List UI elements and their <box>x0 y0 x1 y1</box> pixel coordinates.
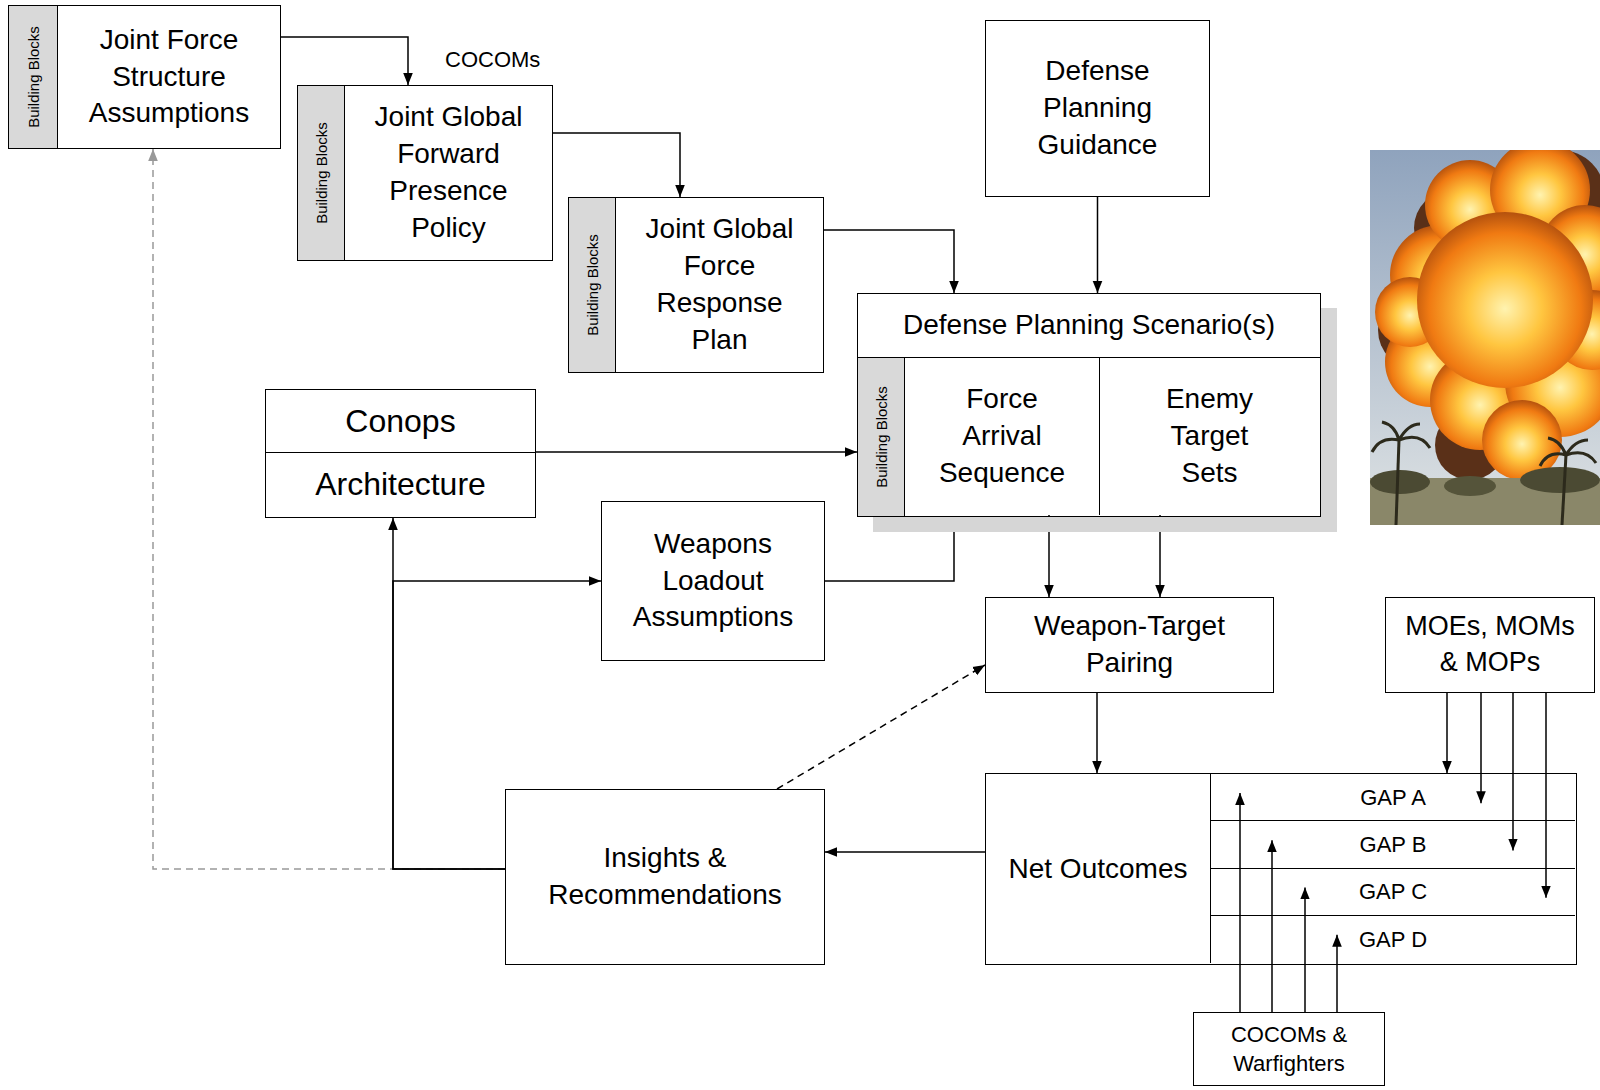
building-block-box: Building Blocks Joint Force Structure Ass… <box>8 5 281 149</box>
box-label: Insights & Recommendations <box>543 840 787 914</box>
connector-arrow <box>1512 693 1514 851</box>
palm-fronds <box>1540 438 1596 466</box>
connector-arrow <box>824 230 954 293</box>
box-label: Defense Planning Guidance <box>1011 53 1185 164</box>
connector-arrow <box>777 665 985 789</box>
box-label: Defense Planning Scenario(s) <box>901 307 1277 344</box>
box-label: GAP C <box>1357 877 1429 906</box>
process-box: COCOMs & Warfighters <box>1193 1012 1385 1086</box>
palm-trunk <box>1396 440 1399 525</box>
photo-content <box>1370 150 1600 525</box>
connector-arrow <box>1048 515 1050 597</box>
box-part: Architecture <box>266 453 535 516</box>
tab-label: Building Blocks <box>585 234 600 336</box>
box-label: COCOMs & Warfighters <box>1217 1020 1361 1078</box>
building-blocks-tab: Building Blocks <box>298 86 345 260</box>
tab-label: Building Blocks <box>874 386 889 488</box>
connector-arrow <box>393 518 505 869</box>
connector-arrow <box>1239 793 1241 1012</box>
connector-arrow <box>1159 515 1161 597</box>
building-blocks-tab: Building Blocks <box>569 198 616 372</box>
box-body: Joint Global Forward Presence Policy <box>345 86 552 260</box>
tab-label: Building Blocks <box>314 122 329 224</box>
connector-arrow <box>825 851 985 853</box>
box-label: GAP D <box>1357 925 1429 954</box>
connector-arrow <box>1271 840 1273 1012</box>
palm-fronds <box>1372 422 1430 452</box>
gap-row: GAP A <box>1210 774 1575 821</box>
connector-arrow <box>281 37 408 85</box>
box-label: MOEs, MOMs & MOPs <box>1398 609 1582 680</box>
fireball <box>1375 150 1600 480</box>
box-body: Net Outcomes <box>986 774 1210 964</box>
connector-arrow <box>536 451 857 453</box>
bush <box>1444 476 1496 496</box>
box-label: Force Arrival Sequence <box>925 381 1079 492</box>
box-label: Joint Global Forward Presence Policy <box>362 99 536 247</box>
connector-arrow <box>825 517 954 581</box>
box-body: Joint Global Force Response Plan <box>616 198 823 372</box>
outcomes-table: Net Outcomes GAP A GAP B GAP C GAP D <box>985 773 1577 965</box>
process-box: Defense Planning Guidance <box>985 20 1210 197</box>
connector-arrow <box>1545 693 1547 898</box>
connector-arrow <box>553 133 680 197</box>
measures-box: MOEs, MOMs & MOPs <box>1385 597 1595 693</box>
process-box: Weapons Loadout Assumptions <box>601 501 825 661</box>
building-blocks-tab: Building Blocks <box>9 6 58 148</box>
building-block-box: Building Blocks Joint Global Force Respon… <box>568 197 824 373</box>
box-label: Weapon-Target Pairing <box>1018 608 1242 682</box>
scenario-cell: Enemy Target Sets <box>1099 358 1319 515</box>
box-label: Joint Force Structure Assumptions <box>82 22 256 133</box>
split-box: ConopsArchitecture <box>265 389 536 518</box>
box-label: Enemy Target Sets <box>1138 381 1282 492</box>
connector-arrow <box>393 581 601 869</box>
box-label: Architecture <box>313 463 488 505</box>
connector-arrow <box>1336 935 1338 1012</box>
bush <box>1370 470 1430 494</box>
building-block-box: Building Blocks Joint Global Forward Pres… <box>297 85 553 261</box>
box-body: Joint Force Structure Assumptions <box>58 6 280 148</box>
fire-core <box>1417 212 1593 388</box>
connector-arrow <box>1480 693 1482 803</box>
box-label: Joint Global Force Response Plan <box>633 211 807 359</box>
box-label: GAP A <box>1358 783 1428 812</box>
scenario-box: Defense Planning Scenario(s) Building Blo… <box>857 293 1321 517</box>
bush <box>1520 467 1600 493</box>
box-label: Net Outcomes <box>1007 851 1190 888</box>
scenario-cell: Force Arrival Sequence <box>905 358 1099 515</box>
tab-label: Building Blocks <box>26 26 41 128</box>
gap-row: GAP C <box>1210 869 1575 916</box>
box-part: Conops <box>266 390 535 453</box>
box-label: Weapons Loadout Assumptions <box>626 526 800 637</box>
gap-row: GAP B <box>1210 821 1575 868</box>
edge-label: COCOMs <box>445 47 540 73</box>
process-box: Insights & Recommendations <box>505 789 825 965</box>
connector-arrow <box>1096 693 1098 773</box>
building-blocks-tab: Building Blocks <box>858 358 905 516</box>
box-label: Conops <box>343 400 457 442</box>
palm-trunk <box>1562 455 1566 525</box>
connector-arrow <box>1097 197 1099 293</box>
gap-row: GAP D <box>1210 916 1575 963</box>
connector-arrow <box>1446 693 1448 773</box>
box-header: Defense Planning Scenario(s) <box>858 294 1320 358</box>
box-label: GAP B <box>1358 830 1429 859</box>
connector-arrow <box>1304 887 1306 1012</box>
process-box: Weapon-Target Pairing <box>985 597 1274 693</box>
